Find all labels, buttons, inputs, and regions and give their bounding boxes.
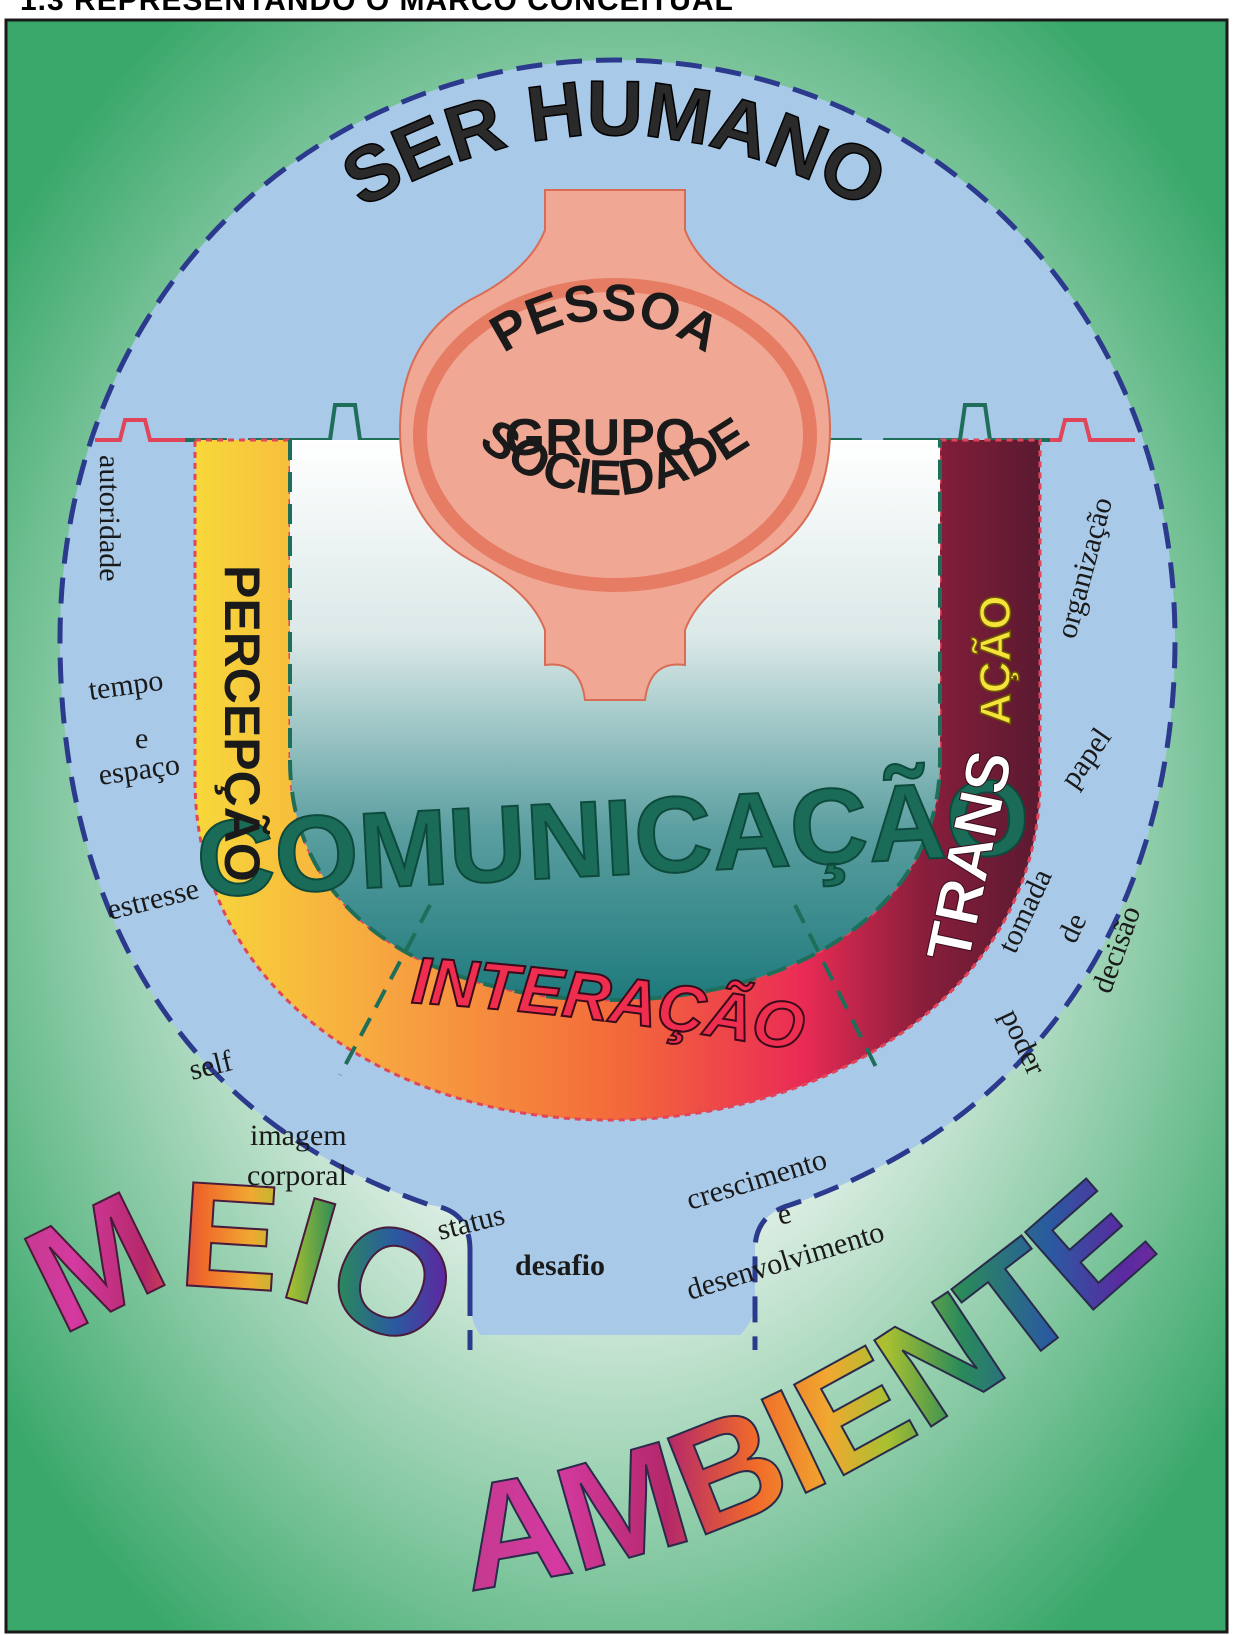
transaction-label-part2: AÇÃO [970,595,1020,725]
concept-challenge: desafio [515,1249,605,1282]
concept-authority: autoridade [93,455,126,582]
concept-time-and: e [135,722,148,755]
perception-label: PERCEPÇÃO [214,565,270,882]
concept-body-image-1: imagem [250,1119,347,1152]
